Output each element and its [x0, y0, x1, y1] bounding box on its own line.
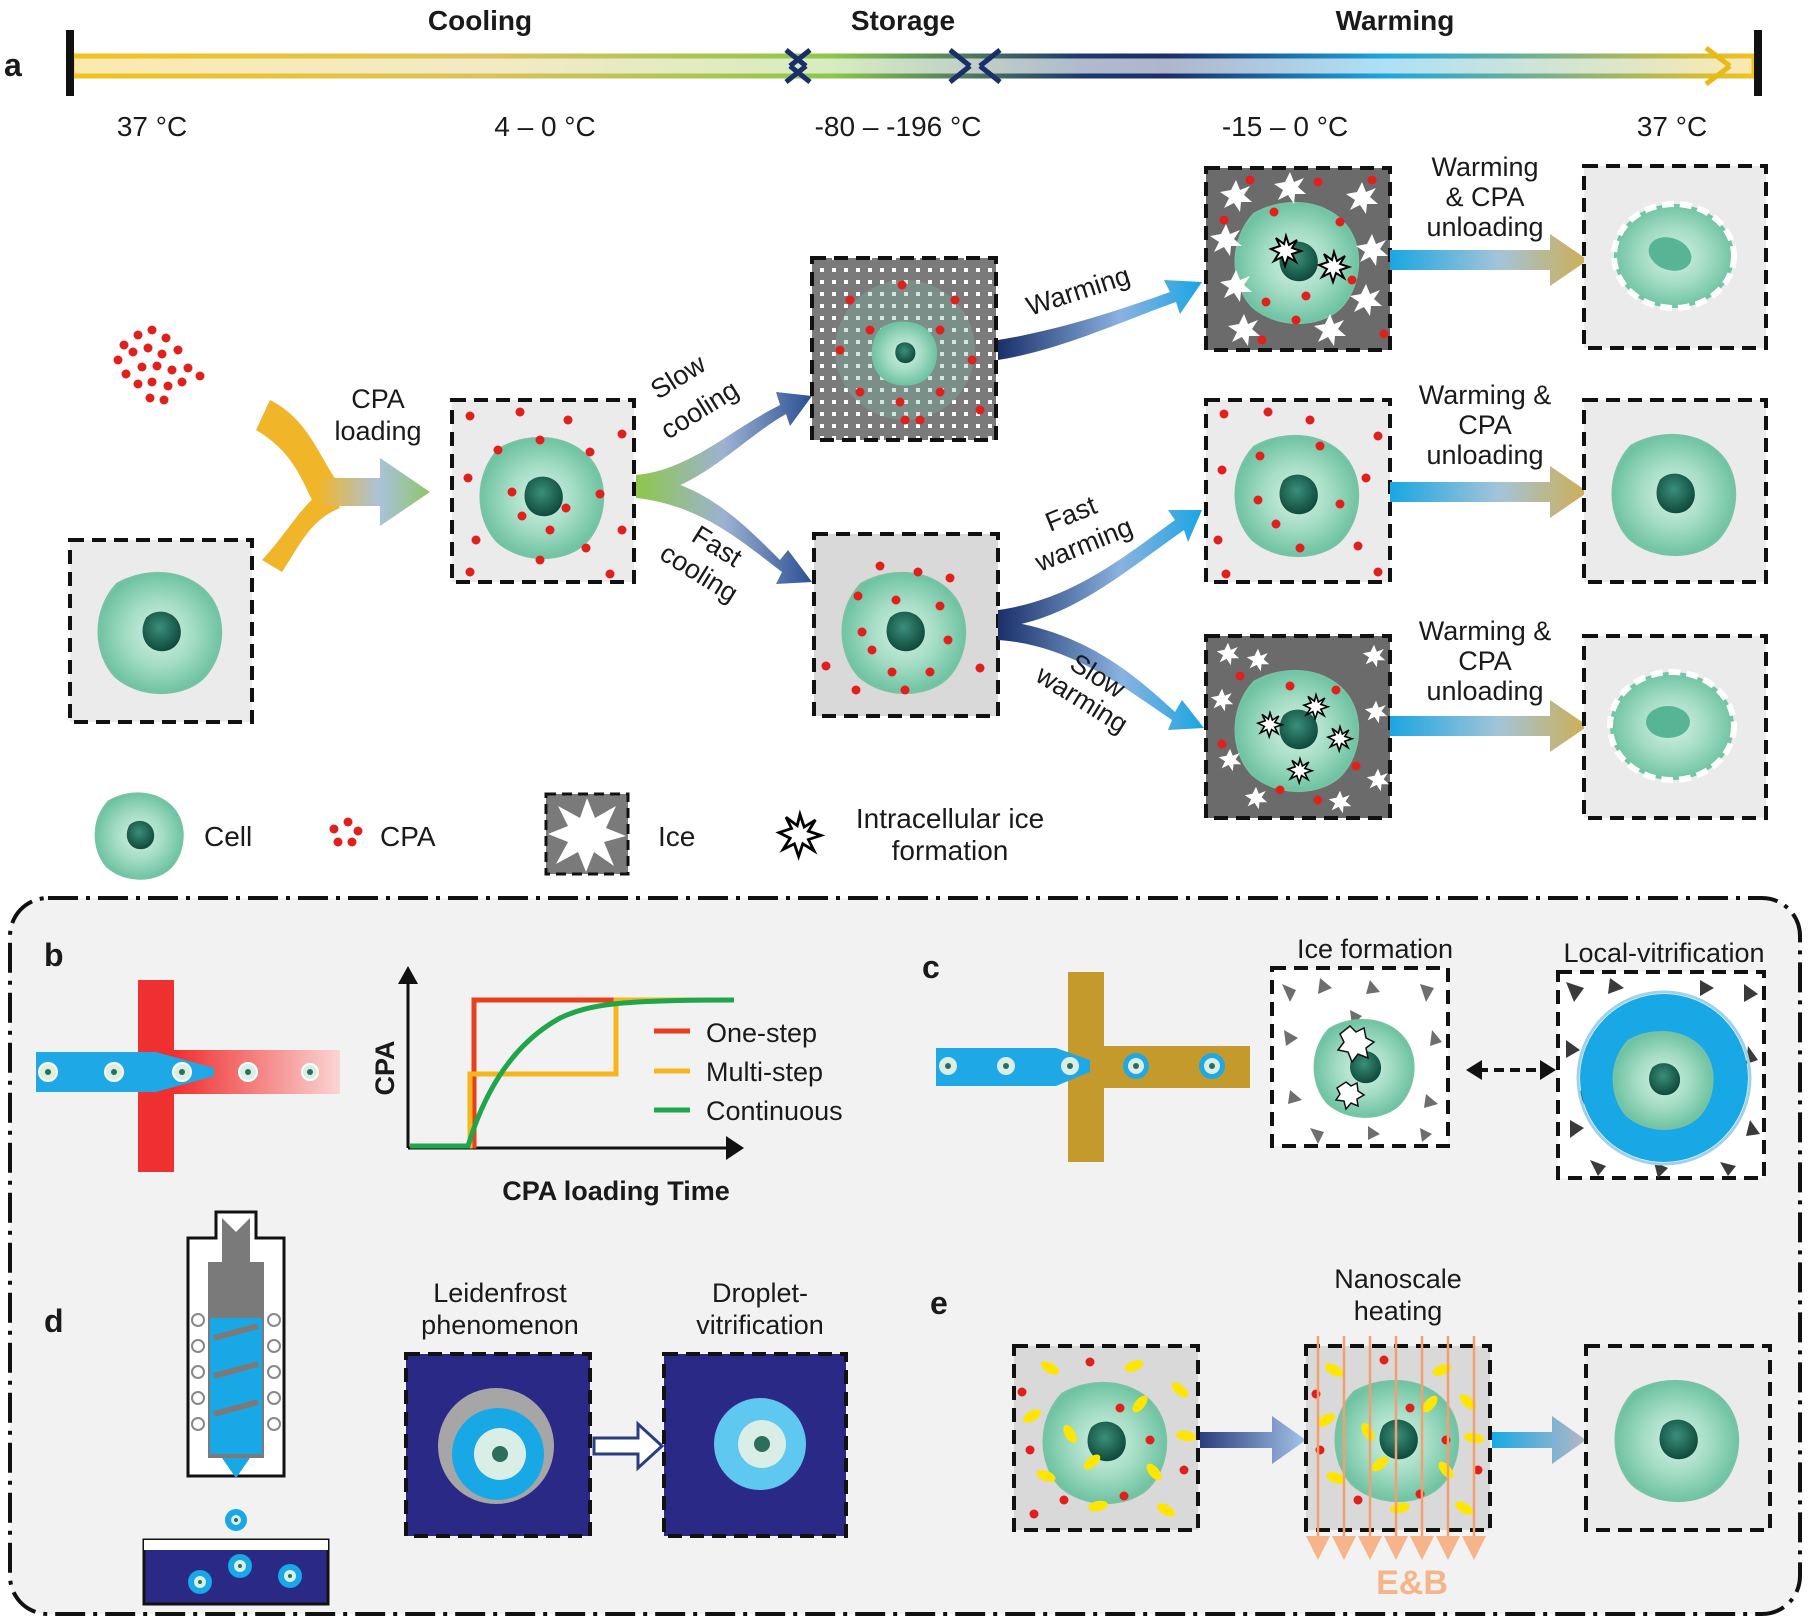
legend-cpa-label: CPA	[380, 821, 436, 852]
leidenfrost-label-1: Leidenfrost	[433, 1278, 567, 1308]
box-final-e	[1584, 1344, 1772, 1532]
field-lines	[1316, 1336, 1476, 1540]
droplet-dispenser	[142, 1210, 330, 1606]
box-cpa-loaded	[450, 398, 636, 584]
unload-mid-3: unloading	[1426, 440, 1543, 470]
panel-e-label: e	[930, 1285, 948, 1321]
arrows-fast-slow-warming	[998, 510, 1204, 730]
box-fast-cooled	[812, 532, 1000, 718]
legend-continuous-label: Continuous	[706, 1096, 843, 1126]
legend-cell-label: Cell	[204, 821, 252, 852]
legend-iif-label-2: formation	[892, 835, 1009, 866]
temp-37-start: 37 °C	[117, 111, 187, 142]
unload-top-2: & CPA	[1445, 182, 1524, 212]
arrow-warming	[998, 280, 1202, 360]
arrow-e-1	[1200, 1416, 1306, 1464]
microfluidic-mixer-b	[36, 980, 340, 1172]
panel-d-label: d	[44, 1303, 64, 1339]
box-nanoparticle-cell	[1012, 1344, 1200, 1532]
box-droplet-vitrification	[662, 1352, 848, 1538]
cpa-loading-label: CPA	[351, 384, 405, 414]
eb-label: E&B	[1376, 1564, 1448, 1602]
ice-formation-label: Ice formation	[1297, 934, 1453, 964]
box-ice-formation	[1270, 966, 1450, 1148]
box-nanoscale-heating	[1304, 1336, 1492, 1560]
arrow-d	[592, 1420, 665, 1472]
phase-warming: Warming	[1336, 5, 1455, 36]
droplet-label-2: vitrification	[696, 1310, 824, 1340]
cpa-loading-label-2: loading	[334, 416, 421, 446]
unload-bot-1: Warming &	[1419, 616, 1552, 646]
chart-x-label: CPA loading Time	[502, 1176, 730, 1206]
unload-top-3: unloading	[1426, 212, 1543, 242]
legend-iif-icon	[777, 813, 823, 858]
unload-mid-1: Warming &	[1419, 380, 1552, 410]
legend: Cell CPA Ice Intracellular ice formation	[94, 792, 1044, 880]
split-arrows	[636, 392, 812, 584]
cpa-cluster	[113, 325, 205, 405]
box-local-vitrification	[1556, 970, 1766, 1180]
phase-storage: Storage	[851, 5, 955, 36]
unload-top-1: Warming	[1431, 152, 1538, 182]
unload-bot-2: CPA	[1458, 646, 1512, 676]
cpa-loading-chart: CPA CPA loading Time One-step Multi-step…	[370, 966, 843, 1206]
legend-ice-icon	[544, 792, 630, 876]
temp-80-196: -80 – -196 °C	[815, 111, 982, 142]
legend-multi-step-label: Multi-step	[706, 1057, 823, 1087]
local-vitrification-label: Local-vitrification	[1563, 938, 1764, 968]
box-warmed-fast	[1204, 398, 1392, 584]
merge-arrow	[256, 400, 430, 572]
timeline	[66, 30, 1762, 96]
nanoscale-label-1: Nanoscale	[1334, 1264, 1462, 1294]
panel-a-label: a	[4, 47, 22, 83]
flow-cells-b	[38, 1062, 319, 1082]
box-final-damaged-top	[1582, 164, 1768, 350]
legend-cell-icon	[94, 792, 184, 880]
temp-4-0: 4 – 0 °C	[494, 111, 595, 142]
temp-37-end: 37 °C	[1637, 111, 1707, 142]
box-final-healthy	[1582, 398, 1768, 584]
leidenfrost-label-2: phenomenon	[421, 1310, 579, 1340]
panel-b-label: b	[44, 937, 64, 973]
box-leidenfrost	[404, 1352, 592, 1538]
box-final-damaged-bottom	[1582, 634, 1768, 820]
box-warmed-slow	[1204, 634, 1392, 820]
box-slow-cooled	[810, 256, 998, 442]
panel-c-label: c	[922, 949, 940, 985]
arrow-e-2	[1492, 1416, 1586, 1464]
legend-iif-label-1: Intracellular ice	[856, 803, 1044, 834]
legend-ice-label: Ice	[658, 821, 695, 852]
unload-bot-3: unloading	[1426, 676, 1543, 706]
phase-cooling: Cooling	[428, 5, 532, 36]
droplet-label-1: Droplet-	[712, 1278, 808, 1308]
unload-mid-2: CPA	[1458, 410, 1512, 440]
nanoscale-label-2: heating	[1354, 1296, 1443, 1326]
series-continuous-line	[410, 997, 735, 1149]
legend-cpa-icon	[329, 817, 363, 847]
temp-15-0: -15 – 0 °C	[1222, 111, 1348, 142]
chart-y-label: CPA	[370, 1040, 400, 1095]
microfluidic-mixer-c	[936, 972, 1250, 1162]
box-initial-cell	[68, 538, 254, 724]
unload-arrows	[1390, 234, 1588, 752]
box-warmed-ice	[1204, 166, 1392, 352]
field-arrowheads	[1306, 1536, 1486, 1560]
legend-one-step-label: One-step	[706, 1018, 817, 1048]
